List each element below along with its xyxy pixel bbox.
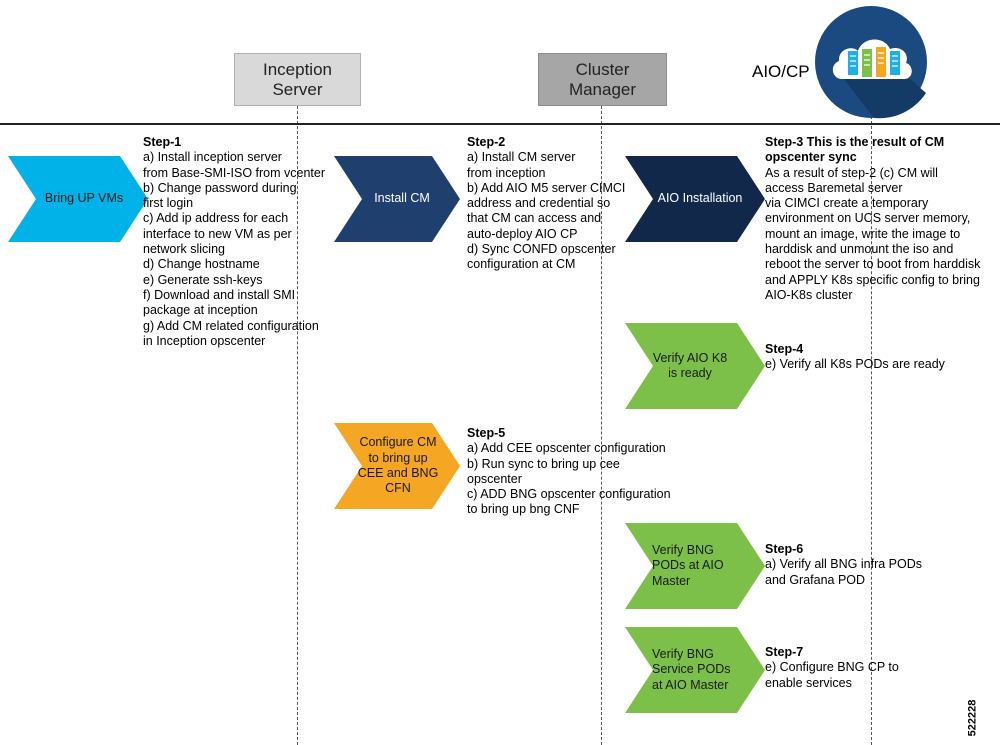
text-line: f) Download and install SMI — [143, 287, 296, 302]
text-line: from Base-SMI-ISO from vcenter — [143, 165, 325, 180]
text-line: via CIMCI create a temporary — [765, 196, 929, 211]
chevron-verify-bng-service-label: Verify BNG Service PODs at AIO Master — [652, 647, 731, 692]
text-line: in Inception opscenter — [143, 333, 266, 348]
figure-code: 522228 — [966, 699, 979, 737]
text-line: harddisk and unmount the iso and — [765, 242, 954, 257]
chevron-install-cm-label: Install CM — [374, 191, 430, 206]
chevron-aio-installation — [625, 156, 765, 242]
text-line: c) ADD BNG opscenter configuration — [467, 487, 671, 502]
step-5-text: Step-5 a) Add CEE opscenter configuratio… — [467, 426, 671, 518]
chevron-verify-bng-pods-label: Verify BNG PODs at AIO Master — [652, 543, 724, 588]
chevron-verify-aio-k8 — [625, 323, 765, 409]
inception-server-label: Inception Server — [263, 59, 332, 99]
text-line: d) Change hostname — [143, 257, 260, 272]
text-line: a) Verify all BNG infra PODs — [765, 557, 922, 572]
step-5-title: Step-5 — [467, 426, 506, 440]
chevron-verify-aio-k8-label: Verify AIO K8 is ready — [652, 350, 728, 380]
text-line: enable services — [765, 675, 852, 690]
text-line: opscenter sync — [765, 150, 857, 165]
text-line: interface to new VM as per — [143, 226, 292, 241]
text-line: c) Add ip address for each — [143, 211, 289, 226]
cluster-lifeline — [601, 106, 602, 745]
text-line: from inception — [467, 165, 546, 180]
server-bar-1 — [848, 51, 858, 75]
step-1-title: Step-1 — [143, 135, 182, 149]
text-line: As a result of step-2 (c) CM will — [765, 165, 938, 180]
inception-lifeline — [297, 106, 298, 745]
text-line: auto-deploy AIO CP — [467, 226, 578, 241]
text-line: b) Run sync to bring up cee — [467, 456, 620, 471]
chevron-configure-cm — [334, 423, 460, 509]
step-6-title: Step-6 — [765, 542, 804, 556]
cluster-manager-header: Cluster Manager — [538, 53, 667, 106]
text-line: and Grafana POD — [765, 572, 866, 587]
step-4-title: Step-4 — [765, 342, 804, 356]
text-line: first login — [143, 196, 194, 211]
text-line: that CM can access and — [467, 211, 602, 226]
server-bar-3 — [876, 47, 886, 77]
text-line: network slicing — [143, 242, 225, 257]
chevron-bring-up-vms-label: Bring UP VMs — [44, 191, 124, 206]
text-line: b) Add AIO M5 server CIMCI — [467, 180, 626, 195]
text-line: environment on UCS server memory, — [765, 211, 971, 226]
inception-server-header: Inception Server — [234, 53, 361, 106]
header-separator — [0, 123, 1000, 125]
text-line: Step-3 This is the result of CM — [765, 135, 945, 149]
step-4-lines: e) Verify all K8s PODs are ready — [765, 357, 945, 372]
text-line: g) Add CM related configuration — [143, 318, 319, 333]
chevron-configure-cm-label: Configure CM to bring up CEE and BNG CFN — [357, 435, 439, 496]
text-line: opscenter — [467, 471, 522, 486]
text-line: e) Configure BNG CP to — [765, 660, 899, 675]
text-line: AIO-K8s cluster — [765, 287, 853, 302]
text-line: mount an image, write the image to — [765, 226, 961, 241]
aio-lifeline — [871, 106, 872, 745]
step-4-text: Step-4 e) Verify all K8s PODs are ready — [765, 342, 945, 373]
text-line: address and credential so — [467, 196, 611, 211]
text-line: a) Install CM server — [467, 150, 576, 165]
step-2-title: Step-2 — [467, 135, 506, 149]
aio-cloud-server-icon — [815, 6, 927, 119]
chevron-install-cm — [334, 156, 460, 242]
text-line: reboot the server to boot from harddisk — [765, 257, 981, 272]
step-7-title: Step-7 — [765, 645, 804, 659]
text-line: a) Install inception server — [143, 150, 282, 165]
chevron-verify-bng-service — [625, 627, 765, 713]
text-line: a) Add CEE opscenter configuration — [467, 441, 666, 456]
chevron-bring-up-vms — [8, 156, 148, 242]
chevron-verify-bng-pods — [625, 523, 765, 609]
text-line: b) Change password during — [143, 180, 297, 195]
text-line: d) Sync CONFD opscenter — [467, 242, 616, 257]
server-bar-2 — [862, 49, 872, 77]
text-line: access Baremetal server — [765, 180, 903, 195]
server-bar-4 — [890, 51, 900, 75]
text-line: e) Verify all K8s PODs are ready — [765, 357, 945, 372]
aio-cp-label: AIO/CP — [752, 62, 810, 81]
cluster-manager-label: Cluster Manager — [568, 59, 637, 99]
text-line: package at inception — [143, 303, 258, 318]
text-line: configuration at CM — [467, 257, 576, 272]
text-line: and APPLY K8s specific config to bring — [765, 272, 980, 287]
text-line: to bring up bng CNF — [467, 502, 580, 517]
chevron-aio-installation-label: AIO Installation — [657, 191, 743, 206]
text-line: e) Generate ssh-keys — [143, 272, 263, 287]
